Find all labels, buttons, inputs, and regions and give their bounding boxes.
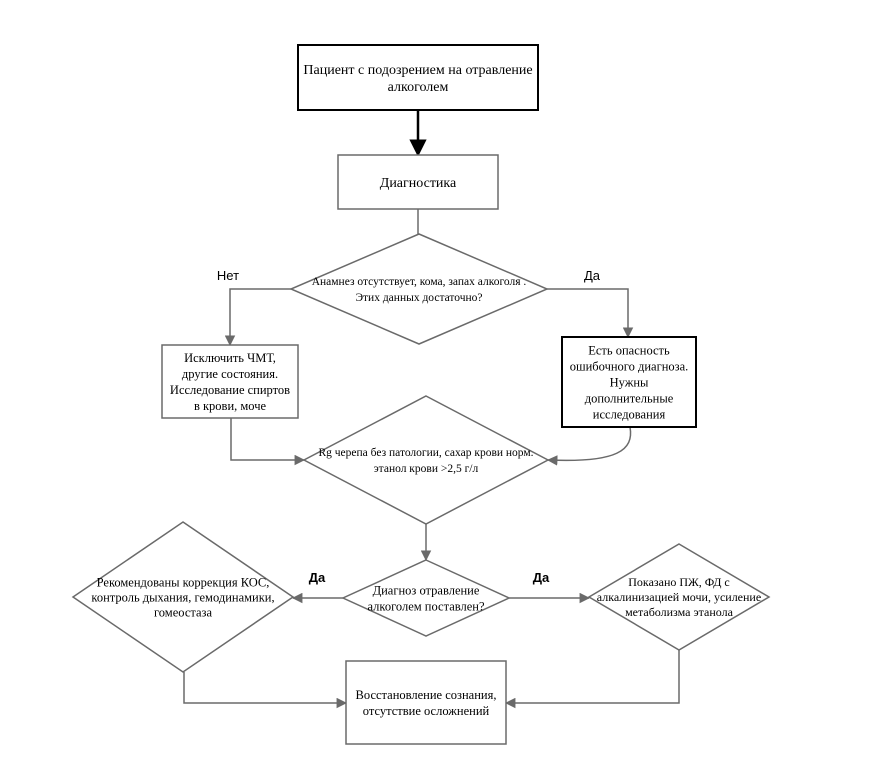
node-text-risk-line-3: дополнительные	[585, 391, 674, 405]
node-shape-exclude	[161, 344, 299, 419]
node-shape-indicated	[587, 543, 771, 651]
node-text-recovery-line-1: отсутствие осложнений	[363, 704, 490, 718]
node-text-patient-line-1: алкоголем	[388, 80, 449, 95]
node-recommend: Рекомендованы коррекция КОС,контроль дых…	[71, 521, 295, 673]
node-text-recommend-line-2: гомеостаза	[154, 605, 212, 619]
node-text-diagnosis-line-0: Диагноз отравление	[373, 583, 480, 597]
node-shape-diagnosis	[341, 559, 511, 637]
edge-label-anamnesis-to-exclude: Нет	[217, 268, 239, 283]
node-xray: Rg черепа без патологии, сахар крови нор…	[302, 395, 550, 525]
edge-label-diagnosis-to-indicated: Да	[533, 570, 550, 585]
edge-label-anamnesis-to-risk: Да	[584, 268, 601, 283]
node-text-patient-line-0: Пациент с подозрением на отравление	[303, 63, 532, 78]
node-shape-xray	[302, 395, 550, 525]
node-exclude: Исключить ЧМТ, другие состояния. Исследова…	[161, 344, 299, 419]
node-text-exclude-line-0: Исключить ЧМТ,	[184, 351, 276, 365]
node-text-xray-line-0: Rg черепа без патологии, сахар крови нор…	[318, 447, 533, 459]
node-patient: Пациент с подозрением на отравление алког…	[297, 44, 539, 111]
edge-risk-to-xray	[546, 426, 632, 466]
node-text-recommend-line-1: контроль дыхания, гемодинамики,	[91, 590, 274, 604]
edges-layer	[183, 110, 680, 709]
node-text-exclude-line-1: другие состояния.	[182, 367, 278, 381]
node-text-anamnesis-line-1: Этих данных достаточно?	[355, 292, 482, 304]
node-recovery: Восстановление сознания, отсутствие ослож…	[345, 660, 507, 745]
node-shape-risk	[561, 336, 697, 428]
nodes-layer: Пациент с подозрением на отравление алког…	[71, 44, 771, 745]
node-text-recovery-line-0: Восстановление сознания,	[356, 688, 497, 702]
edge-recommend-to-recovery	[183, 672, 348, 709]
node-text-risk-line-1: ошибочного диагноза.	[570, 359, 689, 373]
edge-anamnesis-to-risk	[547, 288, 634, 339]
node-text-risk-line-0: Есть опасность	[588, 343, 670, 357]
edge-label-diagnosis-to-recommend: Да	[309, 570, 326, 585]
node-anamnesis: Анамнез отсутствует, кома, запах алкогол…	[289, 233, 549, 345]
node-text-diagnosis-line-1: алкоголем поставлен?	[367, 599, 484, 613]
edge-indicated-to-recovery	[504, 650, 680, 709]
node-text-indicated-line-1: алкалинизацией мочи, усиление	[597, 590, 761, 604]
node-shape-recovery	[345, 660, 507, 745]
node-text-indicated-line-0: Показано ПЖ, ФД с	[628, 575, 729, 589]
node-text-xray-line-1: этанол крови >2,5 г/л	[374, 463, 479, 475]
edge-exclude-to-xray	[230, 418, 306, 466]
node-text-recommend-line-0: Рекомендованы коррекция КОС,	[97, 575, 270, 589]
node-diagnostics: Диагностика	[337, 154, 499, 210]
edge-anamnesis-to-exclude	[224, 288, 291, 347]
node-text-anamnesis-line-0: Анамнез отсутствует, кома, запах алкогол…	[312, 276, 527, 288]
node-text-risk-line-2: Нужны	[610, 375, 649, 389]
node-shape-diagnostics	[337, 154, 499, 210]
node-text-diagnostics-line-0: Диагностика	[380, 176, 457, 191]
node-shape-patient	[297, 44, 539, 111]
node-diagnosis: Диагноз отравление алкоголем поставлен?	[341, 559, 511, 637]
node-shape-anamnesis	[289, 233, 549, 345]
node-text-indicated-line-2: метаболизма этанола	[625, 605, 734, 619]
node-text-risk-line-4: исследования	[593, 407, 666, 421]
node-risk: Есть опасность ошибочного диагноза. Нужны д…	[561, 336, 697, 428]
node-text-exclude-line-2: Исследование спиртов	[170, 383, 290, 397]
node-shape-recommend	[71, 521, 295, 673]
node-text-exclude-line-3: в крови, моче	[194, 399, 267, 413]
